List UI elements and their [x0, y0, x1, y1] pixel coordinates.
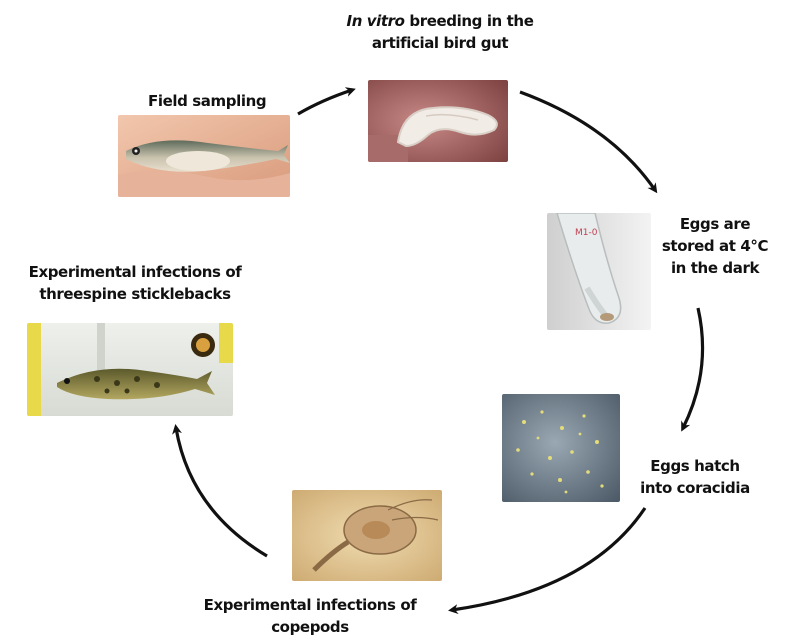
infected-stickleback-photo: [27, 323, 233, 416]
stickleback-in-hand-photo: [118, 115, 290, 197]
in-vitro-italic: In vitro: [347, 12, 405, 30]
label-in-vitro: In vitro breeding in the artificial bird…: [320, 10, 560, 54]
label-eggs-hatch: Eggs hatch into coracidia: [625, 455, 765, 499]
svg-text:M1-0: M1-0: [575, 228, 598, 238]
copepod-micrograph: [292, 490, 442, 581]
label-eggs-stored: Eggs are stored at 4°C in the dark: [650, 213, 780, 279]
tapeworm-in-gut-photo: [368, 80, 508, 162]
coracidia-photo: [502, 394, 620, 502]
label-field-sampling: Field sampling: [148, 90, 266, 112]
label-copepods: Experimental infections of copepods: [170, 594, 450, 638]
arrow-eggs-to-hatch: [683, 308, 703, 428]
egg-tube-photo: M1-0: [547, 213, 651, 330]
arrow-invitro-to-eggs: [520, 92, 655, 190]
arrow-hatch-to-copepods: [452, 508, 645, 610]
label-sticklebacks: Experimental infections of threespine st…: [5, 261, 265, 305]
arrow-copepods-to-sticklebacks: [176, 428, 267, 556]
arrow-field-to-invitro: [298, 90, 352, 114]
